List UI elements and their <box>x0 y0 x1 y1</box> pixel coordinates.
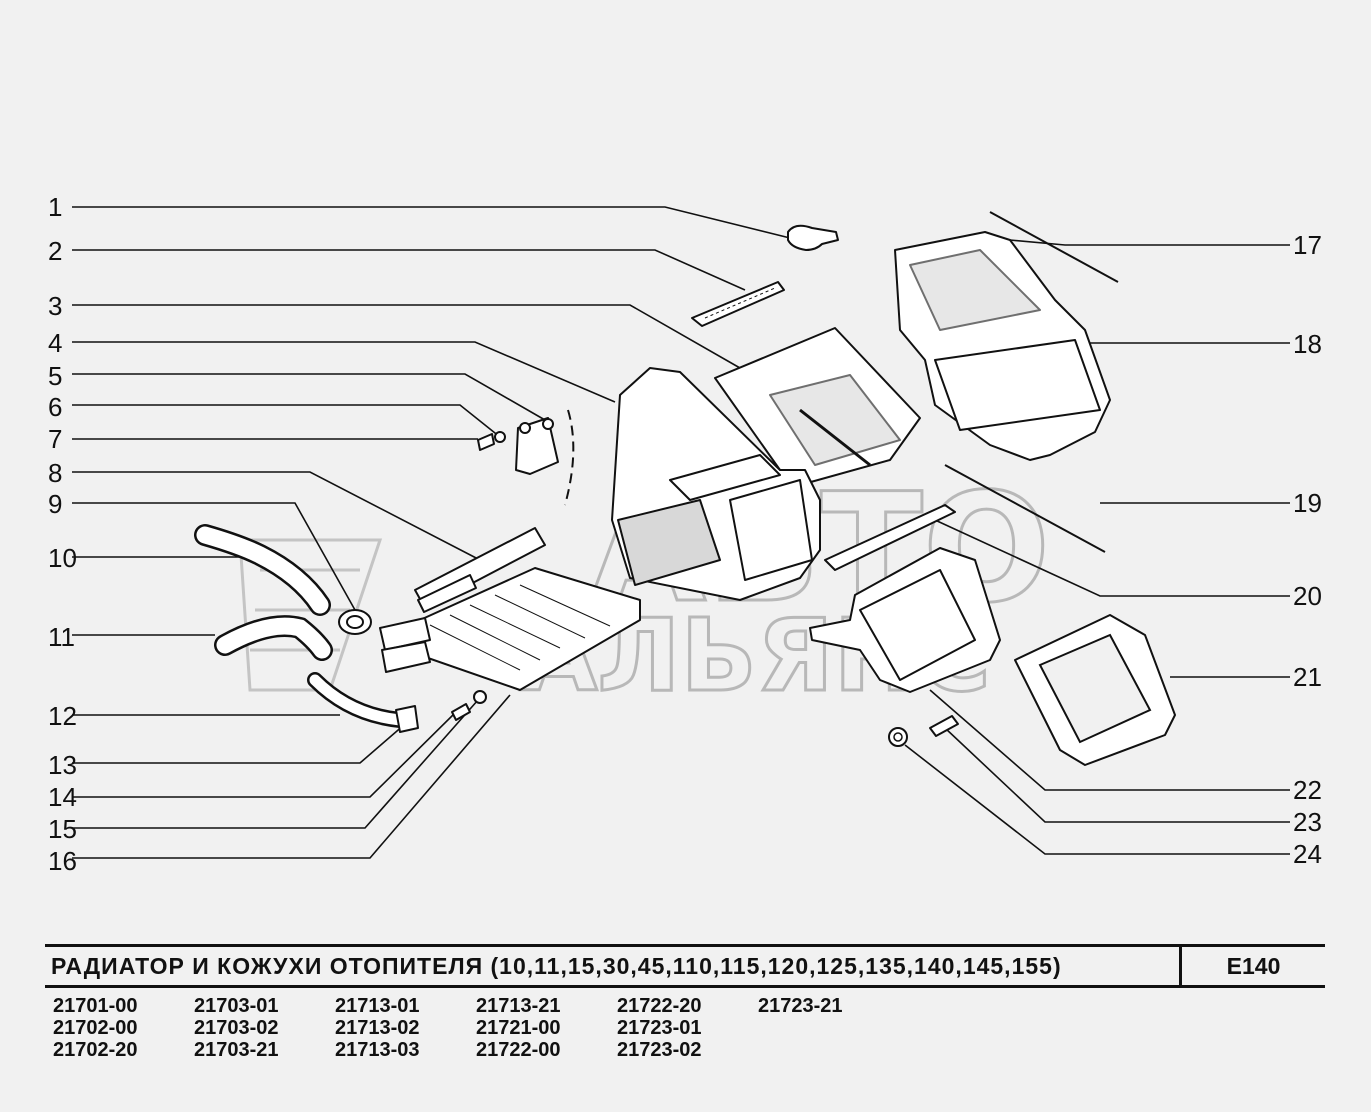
callout-13: 13 <box>48 750 77 780</box>
part-heater-case <box>611 367 821 601</box>
callout-14: 14 <box>48 782 77 812</box>
callout-15: 15 <box>48 814 77 844</box>
callout-5: 5 <box>48 361 62 391</box>
callout-22: 22 <box>1293 775 1322 805</box>
callout-1: 1 <box>48 192 62 222</box>
leader-lines-left <box>72 206 791 859</box>
model-code: 21723-21 <box>758 995 843 1017</box>
part-hose-10 <box>194 524 331 616</box>
part-rod-17 <box>989 211 1119 283</box>
diagram-title: РАДИАТОР И КОЖУХИ ОТОПИТЕЛЯ (10,11,15,30… <box>51 952 1062 979</box>
model-code: 21713-01 <box>335 995 420 1017</box>
model-code: 21723-01 <box>617 1017 702 1039</box>
model-code: 21703-01 <box>194 995 279 1017</box>
part-rod-19 <box>944 464 1106 553</box>
callout-24: 24 <box>1293 839 1322 869</box>
part-heater-radiator <box>379 567 641 691</box>
model-codes-grid: 21701-00 21703-01 21713-01 21713-21 2172… <box>53 995 899 1061</box>
title-bar: РАДИАТОР И КОЖУХИ ОТОПИТЕЛЯ (10,11,15,30… <box>45 944 1325 988</box>
callout-20: 20 <box>1293 581 1322 611</box>
part-clip <box>787 224 839 251</box>
callout-2: 2 <box>48 236 62 266</box>
part-hose-11 <box>214 615 333 661</box>
part-air-intake-cover <box>894 231 1111 461</box>
part-screws-small <box>477 431 506 451</box>
part-small-fasteners <box>451 690 487 721</box>
model-code: 21713-03 <box>335 1039 420 1061</box>
model-code: 21702-00 <box>53 1017 138 1039</box>
exploded-parts-diagram: АВТО АЛЬЯНС <box>48 192 1322 876</box>
part-hose-clamp <box>338 609 372 635</box>
model-code: 21701-00 <box>53 995 138 1017</box>
part-drain-tube <box>307 672 419 733</box>
callout-12: 12 <box>48 701 77 731</box>
callout-23: 23 <box>1293 807 1322 837</box>
callout-10: 10 <box>48 543 77 573</box>
callout-11: 11 <box>48 622 75 652</box>
model-code: 21702-20 <box>53 1039 138 1061</box>
model-code: 21703-21 <box>194 1039 279 1061</box>
model-code: 21703-02 <box>194 1017 279 1039</box>
part-seal-strip <box>414 527 546 613</box>
callout-18: 18 <box>1293 329 1322 359</box>
callout-17: 17 <box>1293 230 1322 260</box>
model-code: 21722-20 <box>617 995 702 1017</box>
model-code: 21721-00 <box>476 1017 561 1039</box>
part-upper-housing <box>714 327 921 486</box>
part-bolt-23 <box>929 715 959 737</box>
part-gasket-21 <box>1014 614 1176 766</box>
model-code: 21723-02 <box>617 1039 702 1061</box>
callout-8: 8 <box>48 458 62 488</box>
part-seal-20 <box>824 504 956 571</box>
model-code: 21713-02 <box>335 1017 420 1039</box>
callout-9: 9 <box>48 489 62 519</box>
model-code: 21713-21 <box>476 995 561 1017</box>
leader-lines-right <box>904 239 1290 855</box>
callout-3: 3 <box>48 291 62 321</box>
part-filter-frame <box>809 547 1001 693</box>
callout-7: 7 <box>48 424 62 454</box>
callout-21: 21 <box>1293 662 1322 692</box>
part-cable-tie <box>691 281 785 327</box>
callout-16: 16 <box>48 846 77 876</box>
callouts-right: 17 18 19 20 21 22 23 24 <box>1293 230 1322 869</box>
callouts-left: 1 2 3 4 5 6 7 8 9 10 11 12 13 14 15 16 <box>48 192 77 876</box>
diagram-code: E140 <box>1179 947 1325 985</box>
callout-6: 6 <box>48 392 62 422</box>
part-flap-servo <box>515 409 575 506</box>
callout-4: 4 <box>48 328 62 358</box>
model-code: 21722-00 <box>476 1039 561 1061</box>
callout-19: 19 <box>1293 488 1322 518</box>
part-nut-24 <box>888 727 908 747</box>
